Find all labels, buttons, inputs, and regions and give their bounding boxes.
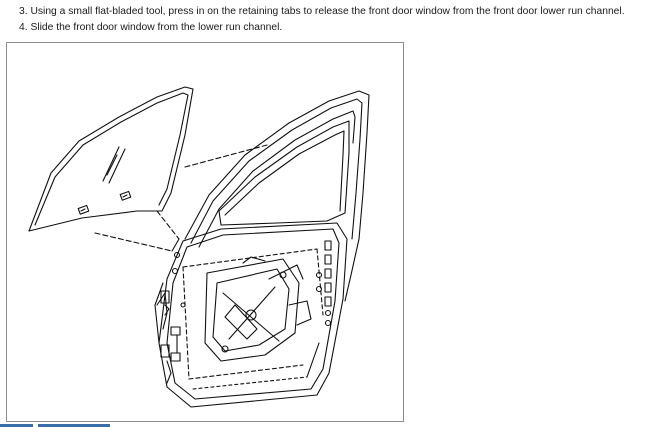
illustration-frame: [6, 42, 404, 422]
step-3-text: 3. Using a small flat-bladed tool, press…: [19, 6, 625, 17]
front-edge-fasteners: [170, 251, 186, 362]
bottom-tab-1[interactable]: [0, 424, 33, 427]
door-assembly: [154, 90, 370, 408]
step-4-text: 4. Slide the front door window from the …: [19, 22, 283, 33]
door-window-illustration: [28, 86, 370, 408]
instruction-steps: 3. Using a small flat-bladed tool, press…: [0, 4, 625, 36]
bottom-tab-strip: [0, 424, 110, 427]
window-glass: [28, 86, 194, 232]
bottom-tab-2[interactable]: [38, 424, 110, 427]
rear-edge-fasteners: [315, 240, 332, 327]
slide-guide-lines: [94, 144, 268, 252]
